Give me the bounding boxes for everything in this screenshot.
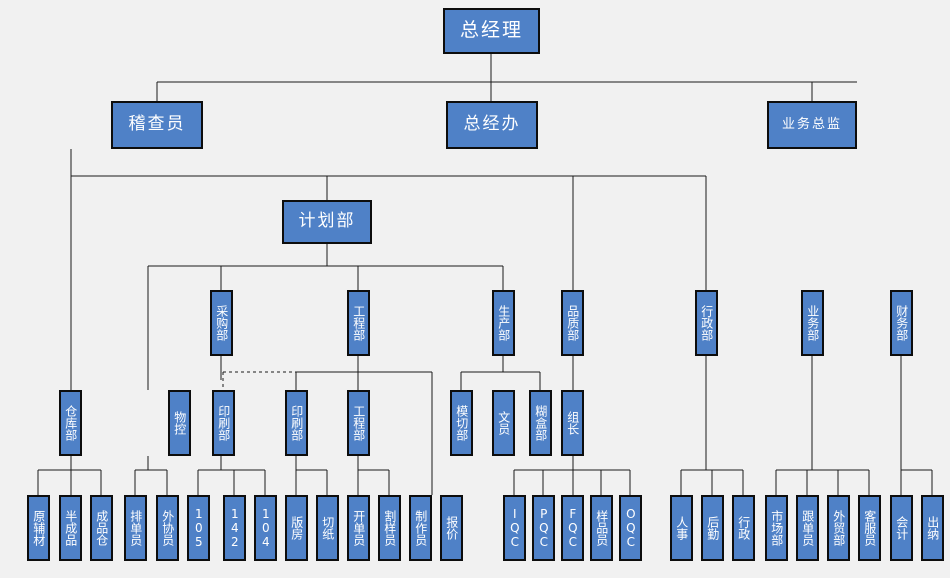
org-node-m105[interactable]: 105 <box>187 495 210 561</box>
org-node-foreign[interactable]: 外贸部 <box>827 495 850 561</box>
org-node-label: 105 <box>191 507 206 549</box>
org-node-label: 样品员 <box>594 510 609 546</box>
org-node-logistics[interactable]: 后勤 <box>701 495 724 561</box>
org-node-outsource[interactable]: 外协员 <box>156 495 179 561</box>
org-node-bizdir[interactable]: 业务总监 <box>767 101 857 149</box>
org-node-label: 行政部 <box>699 305 714 341</box>
org-node-label: 跟单员 <box>800 510 815 546</box>
org-node-label: 行政 <box>736 516 751 540</box>
org-node-label: 组长 <box>565 411 580 435</box>
org-node-oqc[interactable]: OQC <box>619 495 642 561</box>
org-node-warehouse[interactable]: 仓库部 <box>59 390 82 456</box>
org-node-label: 外贸部 <box>831 510 846 546</box>
org-node-label: 总经理 <box>459 19 523 42</box>
org-node-label: 糊盒部 <box>533 405 548 441</box>
org-node-label: 模切部 <box>454 405 469 441</box>
org-node-label: 出纳 <box>925 516 940 540</box>
org-node-engsub[interactable]: 工程部 <box>347 390 370 456</box>
org-node-label: 版房 <box>289 516 304 540</box>
org-node-label: PQC <box>536 507 551 549</box>
org-node-iqc[interactable]: IQC <box>503 495 526 561</box>
org-node-label: 割样员 <box>382 510 397 546</box>
org-node-label: 仓库部 <box>63 405 78 441</box>
org-node-label: 工程部 <box>351 305 366 341</box>
org-node-sampcut[interactable]: 割样员 <box>378 495 401 561</box>
org-node-adminstaff[interactable]: 行政 <box>732 495 755 561</box>
org-node-print1[interactable]: 印刷部 <box>212 390 235 456</box>
org-node-label: FQC <box>565 507 580 549</box>
org-node-custserv[interactable]: 客服员 <box>858 495 881 561</box>
org-node-label: OQC <box>623 507 638 549</box>
org-node-sampler[interactable]: 样品员 <box>590 495 613 561</box>
org-node-label: 外协员 <box>160 510 175 546</box>
org-node-label: 142 <box>227 507 242 549</box>
org-node-matctrl[interactable]: 物控 <box>168 390 191 456</box>
org-node-label: 制作员 <box>413 510 428 546</box>
org-node-plateroom[interactable]: 版房 <box>285 495 308 561</box>
org-node-print2[interactable]: 印刷部 <box>285 390 308 456</box>
org-node-label: 成品仓 <box>94 510 109 546</box>
org-node-label: 会计 <box>894 516 909 540</box>
org-node-m142[interactable]: 142 <box>223 495 246 561</box>
org-node-label: 开单员 <box>351 510 366 546</box>
org-node-diecut[interactable]: 模切部 <box>450 390 473 456</box>
org-node-account[interactable]: 会计 <box>890 495 913 561</box>
org-node-label: 后勤 <box>705 516 720 540</box>
org-node-label: 品质部 <box>565 305 580 341</box>
org-node-cashier[interactable]: 出纳 <box>921 495 944 561</box>
org-node-semifin[interactable]: 半成品 <box>59 495 82 561</box>
org-node-label: 报价 <box>444 516 459 540</box>
org-node-label: 切纸 <box>320 516 335 540</box>
org-node-label: IQC <box>507 507 522 549</box>
org-node-gluebox[interactable]: 糊盒部 <box>529 390 552 456</box>
org-node-label: 财务部 <box>894 305 909 341</box>
org-node-label: 工程部 <box>351 405 366 441</box>
org-node-label: 物控 <box>172 411 187 435</box>
org-node-label: 业务部 <box>805 305 820 341</box>
org-node-clerk[interactable]: 文员 <box>492 390 515 456</box>
org-node-label: 半成品 <box>63 510 78 546</box>
org-node-financedpt[interactable]: 财务部 <box>890 290 913 356</box>
org-node-auditor[interactable]: 稽查员 <box>111 101 203 149</box>
org-node-gm[interactable]: 总经理 <box>443 8 540 54</box>
org-node-fqc[interactable]: FQC <box>561 495 584 561</box>
org-node-label: 业务总监 <box>781 117 842 133</box>
org-node-admindept[interactable]: 行政部 <box>695 290 718 356</box>
org-node-pqc[interactable]: PQC <box>532 495 555 561</box>
org-node-orderclerk[interactable]: 开单员 <box>347 495 370 561</box>
org-node-follower[interactable]: 跟单员 <box>796 495 819 561</box>
org-node-rawmat[interactable]: 原辅材 <box>27 495 50 561</box>
org-node-label: 印刷部 <box>216 405 231 441</box>
org-node-label: 文员 <box>496 411 511 435</box>
org-node-label: 客服员 <box>862 510 877 546</box>
org-node-finished[interactable]: 成品仓 <box>90 495 113 561</box>
org-node-scheduler[interactable]: 排单员 <box>124 495 147 561</box>
org-node-m104[interactable]: 104 <box>254 495 277 561</box>
org-node-production[interactable]: 生产部 <box>492 290 515 356</box>
org-node-label: 稽查员 <box>128 114 186 135</box>
org-node-label: 人事 <box>674 516 689 540</box>
org-node-label: 印刷部 <box>289 405 304 441</box>
org-node-hr[interactable]: 人事 <box>670 495 693 561</box>
org-node-market[interactable]: 市场部 <box>765 495 788 561</box>
org-node-engdept[interactable]: 工程部 <box>347 290 370 356</box>
org-node-label: 原辅材 <box>31 510 46 546</box>
org-node-label: 采购部 <box>214 305 229 341</box>
org-node-salesdept[interactable]: 业务部 <box>801 290 824 356</box>
org-node-label: 市场部 <box>769 510 784 546</box>
org-node-gmoffice[interactable]: 总经办 <box>446 101 538 149</box>
org-node-label: 计划部 <box>298 211 356 232</box>
org-node-quality[interactable]: 品质部 <box>561 290 584 356</box>
org-node-quote[interactable]: 报价 <box>440 495 463 561</box>
org-node-papercut[interactable]: 切纸 <box>316 495 339 561</box>
org-node-grpleader[interactable]: 组长 <box>561 390 584 456</box>
org-node-label: 总经办 <box>463 114 521 135</box>
org-node-label: 排单员 <box>128 510 143 546</box>
org-node-purchase[interactable]: 采购部 <box>210 290 233 356</box>
org-node-maker[interactable]: 制作员 <box>409 495 432 561</box>
org-node-planning[interactable]: 计划部 <box>282 200 372 244</box>
org-node-label: 生产部 <box>496 305 511 341</box>
org-node-label: 104 <box>258 507 273 549</box>
